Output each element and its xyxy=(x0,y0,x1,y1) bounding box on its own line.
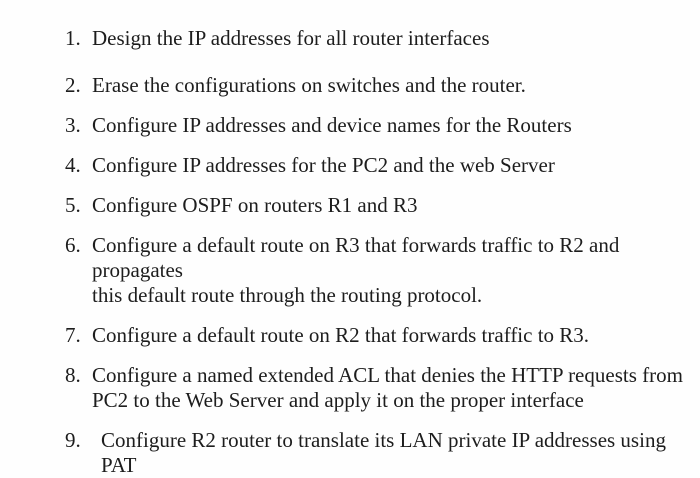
item-text-line: Configure R2 router to translate its LAN… xyxy=(101,428,666,477)
item-text-line: Configure IP addresses for the PC2 and t… xyxy=(92,153,555,177)
item-text: Configure a default route on R3 that for… xyxy=(92,233,690,308)
item-number: 7. xyxy=(65,323,81,347)
item-text: Configure a default route on R2 that for… xyxy=(92,323,589,348)
item-text: Configure a named extended ACL that deni… xyxy=(92,363,683,413)
item-text-line: Configure a default route on R3 that for… xyxy=(92,233,620,282)
item-number: 4. xyxy=(65,153,81,177)
item-text: Configure IP addresses and device names … xyxy=(92,113,572,138)
list-item: 2. Erase the configurations on switches a… xyxy=(65,73,692,98)
item-text: Configure IP addresses for the PC2 and t… xyxy=(92,153,555,178)
item-number: 6. xyxy=(65,233,81,257)
item-number: 2. xyxy=(65,73,81,97)
list-item: 8. Configure a named extended ACL that de… xyxy=(65,363,692,413)
item-text: Design the IP addresses for all router i… xyxy=(92,26,490,51)
task-list: 1. Design the IP addresses for all router… xyxy=(65,26,692,478)
list-item: 7. Configure a default route on R2 that f… xyxy=(65,323,692,348)
list-item: 5. Configure OSPF on routers R1 and R3 xyxy=(65,193,692,218)
item-text-line: Erase the configurations on switches and… xyxy=(92,73,526,97)
item-text-line: Configure a default route on R2 that for… xyxy=(92,323,590,347)
item-number: 1. xyxy=(65,26,81,50)
list-item: 6. Configure a default route on R3 that f… xyxy=(65,233,692,308)
item-text: Configure OSPF on routers R1 and R3 xyxy=(92,193,418,218)
item-text-line: PC2 to the Web Server and apply it on th… xyxy=(92,388,584,412)
item-text-line: Configure IP addresses and device names … xyxy=(92,113,572,137)
list-item: 3. Configure IP addresses and device name… xyxy=(65,113,692,138)
item-text-line: Design the IP addresses for all router i… xyxy=(92,26,490,50)
item-text-line: Configure a named extended ACL that deni… xyxy=(92,363,683,387)
item-text-line: Configure OSPF on routers R1 and R3 xyxy=(92,193,418,217)
item-text-line: this default route through the routing p… xyxy=(92,283,483,307)
list-item: 4. Configure IP addresses for the PC2 and… xyxy=(65,153,692,178)
item-number: 8. xyxy=(65,363,81,387)
list-item: 9. Configure R2 router to translate its L… xyxy=(65,428,692,478)
item-number: 9. xyxy=(65,428,81,452)
item-text: Erase the configurations on switches and… xyxy=(92,73,526,98)
item-number: 5. xyxy=(65,193,81,217)
item-text: Configure R2 router to translate its LAN… xyxy=(92,428,692,478)
list-item: 1. Design the IP addresses for all router… xyxy=(65,26,692,51)
item-number: 3. xyxy=(65,113,81,137)
document-page: 1. Design the IP addresses for all router… xyxy=(65,26,683,477)
